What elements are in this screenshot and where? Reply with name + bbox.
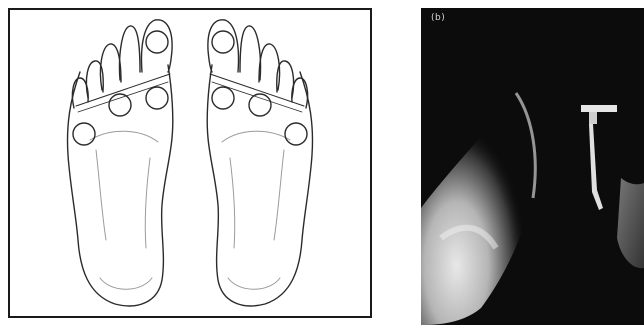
right-foot-toe-5	[292, 78, 308, 108]
foot-diagram-panel	[8, 8, 372, 318]
right-sensor-met-5	[285, 123, 307, 145]
right-sensor-big-toe	[212, 31, 234, 53]
right-sensor-met-1	[212, 87, 234, 109]
left-foot-toe-5	[72, 78, 88, 108]
left-foot	[68, 20, 173, 306]
left-foot-toe-2	[119, 26, 140, 80]
left-sensor-big-toe	[146, 31, 168, 53]
left-sensor-met-3	[109, 94, 131, 116]
left-sensor-met-5	[73, 123, 95, 145]
right-sensor-met-3	[249, 94, 271, 116]
left-sensor-met-1	[146, 87, 168, 109]
right-foot-toe-2	[240, 26, 261, 80]
right-foot	[207, 20, 312, 306]
left-foot-sole-outline	[68, 65, 173, 306]
panel-label-b: (b)	[431, 13, 445, 23]
right-foot-sole-outline	[207, 65, 312, 306]
foot-probe-photo	[421, 8, 644, 325]
photo-panel: (b)	[421, 8, 644, 325]
foot-outline-drawing	[10, 10, 370, 316]
